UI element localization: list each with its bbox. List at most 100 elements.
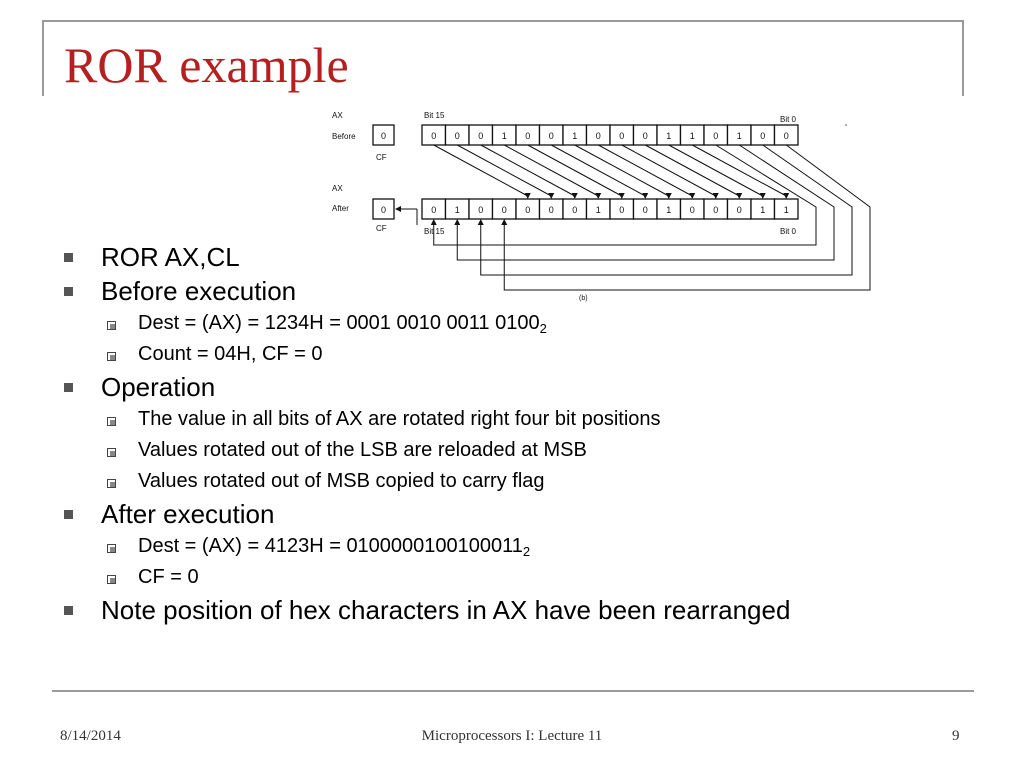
hollow-square-bullet-icon — [107, 352, 116, 361]
after-bit-value: 0 — [478, 205, 483, 215]
arrow-head — [430, 219, 437, 225]
rotation-arrow-line — [598, 144, 693, 197]
before-bit-value: 1 — [666, 131, 671, 141]
rotation-arrow-line — [668, 144, 763, 197]
after-bit-value: 0 — [431, 205, 436, 215]
before-bit-value: 0 — [713, 131, 718, 141]
after-label: After — [332, 204, 349, 213]
arrow-head — [736, 193, 743, 199]
bullet-text: The value in all bits of AX are rotated … — [138, 408, 661, 430]
square-bullet-icon — [64, 606, 73, 615]
before-bit-value: 1 — [737, 131, 742, 141]
bullet-text: ROR AX,CL — [101, 242, 240, 272]
after-bit-value: 1 — [596, 205, 601, 215]
wrap-arrow-line — [433, 144, 817, 246]
before-bit-value: 0 — [478, 131, 483, 141]
before-bit-value: 0 — [784, 131, 789, 141]
rotation-arrow-line — [621, 144, 716, 197]
bullet-item: After execution — [60, 497, 960, 531]
arrow-head — [712, 193, 719, 199]
arrow-head — [571, 193, 578, 199]
bullet-text: Count = 04H, CF = 0 — [138, 343, 323, 365]
bullet-item: Before execution — [60, 274, 960, 308]
arrow-head — [477, 219, 484, 225]
bullet-item: ROR AX,CL — [60, 240, 960, 274]
square-bullet-icon — [64, 287, 73, 296]
frame-right-line — [962, 20, 964, 96]
before-bit-value: 0 — [596, 131, 601, 141]
bullet-text: CF = 0 — [138, 566, 199, 588]
after-bit-value: 0 — [619, 205, 624, 215]
after-bit-value: 1 — [760, 205, 765, 215]
before-bit-value: 0 — [431, 131, 436, 141]
hollow-square-bullet-icon — [107, 479, 116, 488]
before-bit-value: 0 — [619, 131, 624, 141]
bullet-text: Values rotated out of the LSB are reload… — [138, 439, 587, 461]
bullet-text: After execution — [101, 499, 275, 529]
rotation-arrow-line — [457, 144, 552, 197]
square-bullet-icon — [64, 253, 73, 262]
sub-bullet-item: The value in all bits of AX are rotated … — [60, 404, 960, 435]
hollow-square-bullet-icon — [107, 575, 116, 584]
arrow-head — [524, 193, 531, 199]
bullet-item: Operation — [60, 370, 960, 404]
bit0-label-bottom: Bit 0 — [780, 227, 797, 236]
frame-bottom-line — [52, 690, 974, 692]
arrow-head — [454, 219, 461, 225]
before-bit-value: 0 — [525, 131, 530, 141]
before-bit-value: 0 — [643, 131, 648, 141]
sub-bullet-item: CF = 0 — [60, 562, 960, 593]
arrow-head — [548, 193, 555, 199]
square-bullet-icon — [64, 383, 73, 392]
bullet-text: Before execution — [101, 276, 297, 306]
after-bit-value: 0 — [525, 205, 530, 215]
arrow-head — [665, 193, 672, 199]
cf-value-before: 0 — [381, 131, 386, 141]
bit15-label-bottom: Bit 15 — [424, 227, 445, 236]
rotation-arrow-line — [433, 144, 528, 197]
bullet-text: Values rotated out of MSB copied to carr… — [138, 470, 545, 492]
before-bit-value: 1 — [572, 131, 577, 141]
after-bit-value: 1 — [784, 205, 789, 215]
rotation-arrow-line — [574, 144, 669, 197]
square-bullet-icon — [64, 510, 73, 519]
cf-box-before — [372, 124, 395, 146]
ax-label-after: AX — [332, 184, 343, 193]
cf-label-after: CF — [376, 224, 387, 233]
subscript: 2 — [539, 321, 547, 336]
bullet-text: Dest = (AX) = 1234H = 0001 0010 0011 010… — [138, 312, 540, 334]
after-bit-value: 1 — [666, 205, 671, 215]
footer-course: Microprocessors I: Lecture 11 — [421, 728, 603, 744]
before-bit-value: 0 — [760, 131, 765, 141]
after-bit-value: 0 — [737, 205, 742, 215]
arrow-head — [783, 193, 790, 199]
bullet-text: Note position of hex characters in AX ha… — [101, 595, 791, 625]
bullet-text: Operation — [101, 372, 216, 402]
before-bit-value: 0 — [455, 131, 460, 141]
after-bit-value: 0 — [549, 205, 554, 215]
arrow-head — [595, 193, 602, 199]
ax-label-before: AX — [332, 111, 343, 120]
hollow-square-bullet-icon — [107, 544, 116, 553]
arrow-head — [642, 193, 649, 199]
arrow-head — [689, 193, 696, 199]
diagram-caption: (b) — [579, 295, 588, 302]
footer-date: 8/14/2014 — [60, 728, 121, 744]
arrow-head — [501, 219, 508, 225]
cf-label-before: CF — [376, 153, 387, 162]
rotation-arrow-line — [551, 144, 646, 197]
wrap-arrow-line — [503, 144, 871, 291]
rotation-arrow-line — [504, 144, 599, 197]
after-bit-value: 0 — [572, 205, 577, 215]
after-bit-value: 0 — [643, 205, 648, 215]
arrow-head — [759, 193, 766, 199]
sub-bullet-item: Dest = (AX) = 4123H = 01000001001000112 — [60, 531, 960, 562]
arrow-head — [395, 206, 401, 212]
hollow-square-bullet-icon — [107, 321, 116, 330]
rotation-arrow-line — [527, 144, 622, 197]
rotation-arrow-line — [692, 144, 787, 197]
before-bit-value: 0 — [549, 131, 554, 141]
cf-value-after: 0 — [381, 205, 386, 215]
bullet-item: Note position of hex characters in AX ha… — [60, 593, 960, 627]
